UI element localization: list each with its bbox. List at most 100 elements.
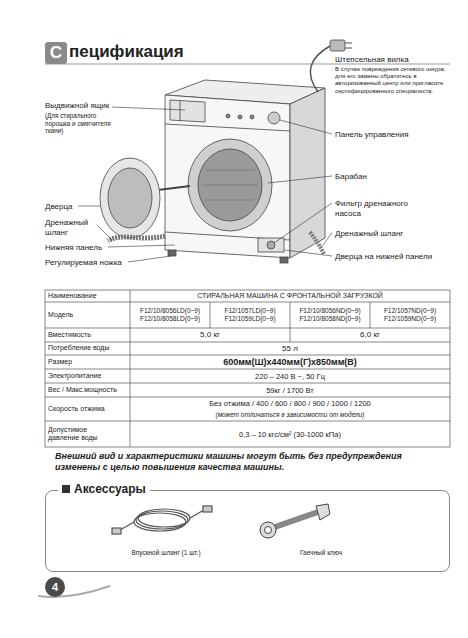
table-cell: (может отличаться в зависимости от модел… bbox=[130, 409, 450, 421]
washing-machine-part bbox=[180, 101, 181, 121]
table-cell: F12/10/8056LD(0~9) F12/10/8058LD(0~9) bbox=[130, 302, 210, 328]
spec-table-grid-part bbox=[130, 290, 370, 447]
table-cell: F12/10/8056ND(0~9) F12/10/8058ND(0~9) bbox=[290, 302, 370, 328]
washing-machine-part bbox=[268, 112, 280, 124]
table-cell: 220 – 240 В ~, 50 Гц bbox=[130, 369, 450, 383]
table-cell: Наименование bbox=[45, 290, 130, 302]
leader-lines-part bbox=[322, 233, 332, 246]
title-initial-box: С bbox=[45, 42, 67, 64]
part-label: Нижняя панель bbox=[45, 243, 107, 253]
table-cell: 6,0 кг bbox=[290, 328, 450, 342]
table-cell: Допустимое давление воды bbox=[45, 421, 115, 447]
leader-lines-part bbox=[98, 226, 112, 240]
note-text: Внешний вид и характеристики машины могу… bbox=[55, 451, 440, 473]
part-label: Дверца на нижней панели bbox=[335, 252, 435, 262]
page-title: пецификация bbox=[69, 42, 184, 62]
table-cell: 5,0 кг bbox=[130, 328, 290, 342]
table-cell: Размер bbox=[45, 355, 130, 369]
washing-machine-part bbox=[238, 115, 242, 119]
page-number-circle: 4 bbox=[45, 577, 65, 597]
page-number: 4 bbox=[52, 581, 58, 593]
table-cell: Вес / Макс.мощность bbox=[45, 383, 130, 397]
table-cell: F12/1057LD(0~9) F12/1059LD(0~9) bbox=[210, 302, 290, 328]
leader-lines bbox=[78, 107, 332, 262]
table-cell: 55 л bbox=[130, 342, 450, 355]
inlet-hose-part bbox=[136, 511, 188, 529]
part-label: Дверца bbox=[45, 202, 85, 212]
accessories-box: АксессуарыВпускной шланг (1 шт.)Гаечный … bbox=[45, 490, 450, 572]
inlet-hose bbox=[112, 506, 212, 534]
part-label: Штепсельная вилка bbox=[335, 55, 450, 65]
washing-machine-part bbox=[165, 124, 290, 131]
inlet-hose-part bbox=[190, 510, 204, 518]
part-label: Дренажный шланг bbox=[45, 218, 97, 237]
accessory-label: Гаечный ключ bbox=[271, 549, 371, 556]
washing-machine-part bbox=[202, 170, 258, 200]
table-cell: Без отжима / 400 / 600 / 800 / 900 / 100… bbox=[130, 397, 450, 410]
table-cell: 600мм(Ш)x440мм(Г)x850мм(В) bbox=[130, 355, 450, 369]
part-label: Панель управления bbox=[335, 130, 450, 140]
spec-table-grid-part bbox=[45, 290, 450, 447]
washing-machine-part bbox=[330, 40, 345, 51]
washing-machine-part bbox=[168, 250, 176, 256]
washing-machine-part bbox=[290, 88, 325, 258]
table-cell: Вместимость bbox=[45, 328, 130, 342]
leader-lines-part bbox=[108, 245, 175, 247]
inlet-hose-part bbox=[203, 506, 212, 512]
table-cell: Электропитание bbox=[45, 369, 130, 383]
part-label: Выдвижной ящик bbox=[45, 101, 115, 111]
inlet-hose-part bbox=[120, 522, 134, 530]
washing-machine-part bbox=[188, 139, 272, 231]
table-cell: F12/1057ND(0~9) F12/1059ND(0~9) bbox=[370, 302, 450, 328]
heading-bullet bbox=[62, 485, 70, 493]
washing-machine-part bbox=[258, 238, 284, 252]
title-initial: С bbox=[50, 43, 62, 63]
part-label: Регулируемая ножка bbox=[45, 258, 127, 268]
table-cell: Скорость отжима bbox=[45, 397, 130, 421]
table-cell: 0,3 – 10 кгс/см² (30-1000 кПа) bbox=[130, 421, 450, 447]
washing-machine-part bbox=[158, 186, 190, 190]
table-cell: 59кг / 1700 Вт bbox=[130, 383, 450, 397]
inlet-hose-part bbox=[138, 509, 190, 527]
leader-lines-part bbox=[128, 256, 171, 262]
section-heading: Аксессуары bbox=[58, 482, 150, 496]
leader-lines-part bbox=[268, 176, 332, 183]
wrench-part bbox=[316, 504, 330, 520]
accessory-label: Впускной шланг (1 шт.) bbox=[106, 549, 226, 556]
leader-lines-part bbox=[112, 107, 185, 110]
washing-machine-part bbox=[345, 43, 352, 48]
part-label: Фильтр дренажного насоса bbox=[335, 199, 435, 218]
washing-machine-part bbox=[165, 95, 290, 258]
spec-table-grid bbox=[45, 290, 450, 447]
washing-machine-part bbox=[310, 46, 330, 92]
washing-machine-part bbox=[280, 257, 288, 263]
washing-machine bbox=[100, 40, 352, 263]
section-title: Аксессуары bbox=[74, 482, 146, 496]
washing-machine-part bbox=[108, 236, 165, 241]
washing-machine-part bbox=[267, 241, 275, 249]
table-cell: СТИРАЛЬНАЯ МАШИНА С ФРОНТАЛЬНОЙ ЗАГРУЗКО… bbox=[130, 290, 450, 302]
part-label: Дренажный шланг bbox=[335, 229, 450, 239]
leader-lines-part bbox=[280, 120, 332, 134]
part-label: В случае повреждения сетевого шнура, для… bbox=[335, 66, 450, 95]
wrench bbox=[260, 504, 330, 538]
part-label: Барабан bbox=[335, 172, 450, 182]
leader-lines-part bbox=[78, 206, 100, 207]
part-label: (Для стирального порошка и смягчителя тк… bbox=[45, 112, 117, 135]
inlet-hose-part bbox=[134, 513, 186, 531]
washing-machine-part bbox=[310, 232, 324, 254]
leader-lines-part bbox=[285, 250, 332, 256]
wrench-part bbox=[272, 512, 318, 528]
spec-table-grid-part bbox=[45, 302, 450, 421]
washing-machine-part bbox=[198, 149, 262, 221]
table-cell: Потребление воды bbox=[45, 342, 130, 355]
washing-machine-part bbox=[250, 115, 254, 119]
washing-machine-part bbox=[108, 168, 152, 228]
inlet-hose-part bbox=[112, 528, 121, 534]
table-cell: Модель bbox=[45, 302, 130, 328]
washing-machine-part bbox=[100, 158, 160, 238]
wrench-part bbox=[265, 527, 272, 534]
washing-machine-part bbox=[170, 100, 205, 122]
leader-lines-part bbox=[274, 203, 332, 243]
wrench-part bbox=[260, 522, 276, 538]
